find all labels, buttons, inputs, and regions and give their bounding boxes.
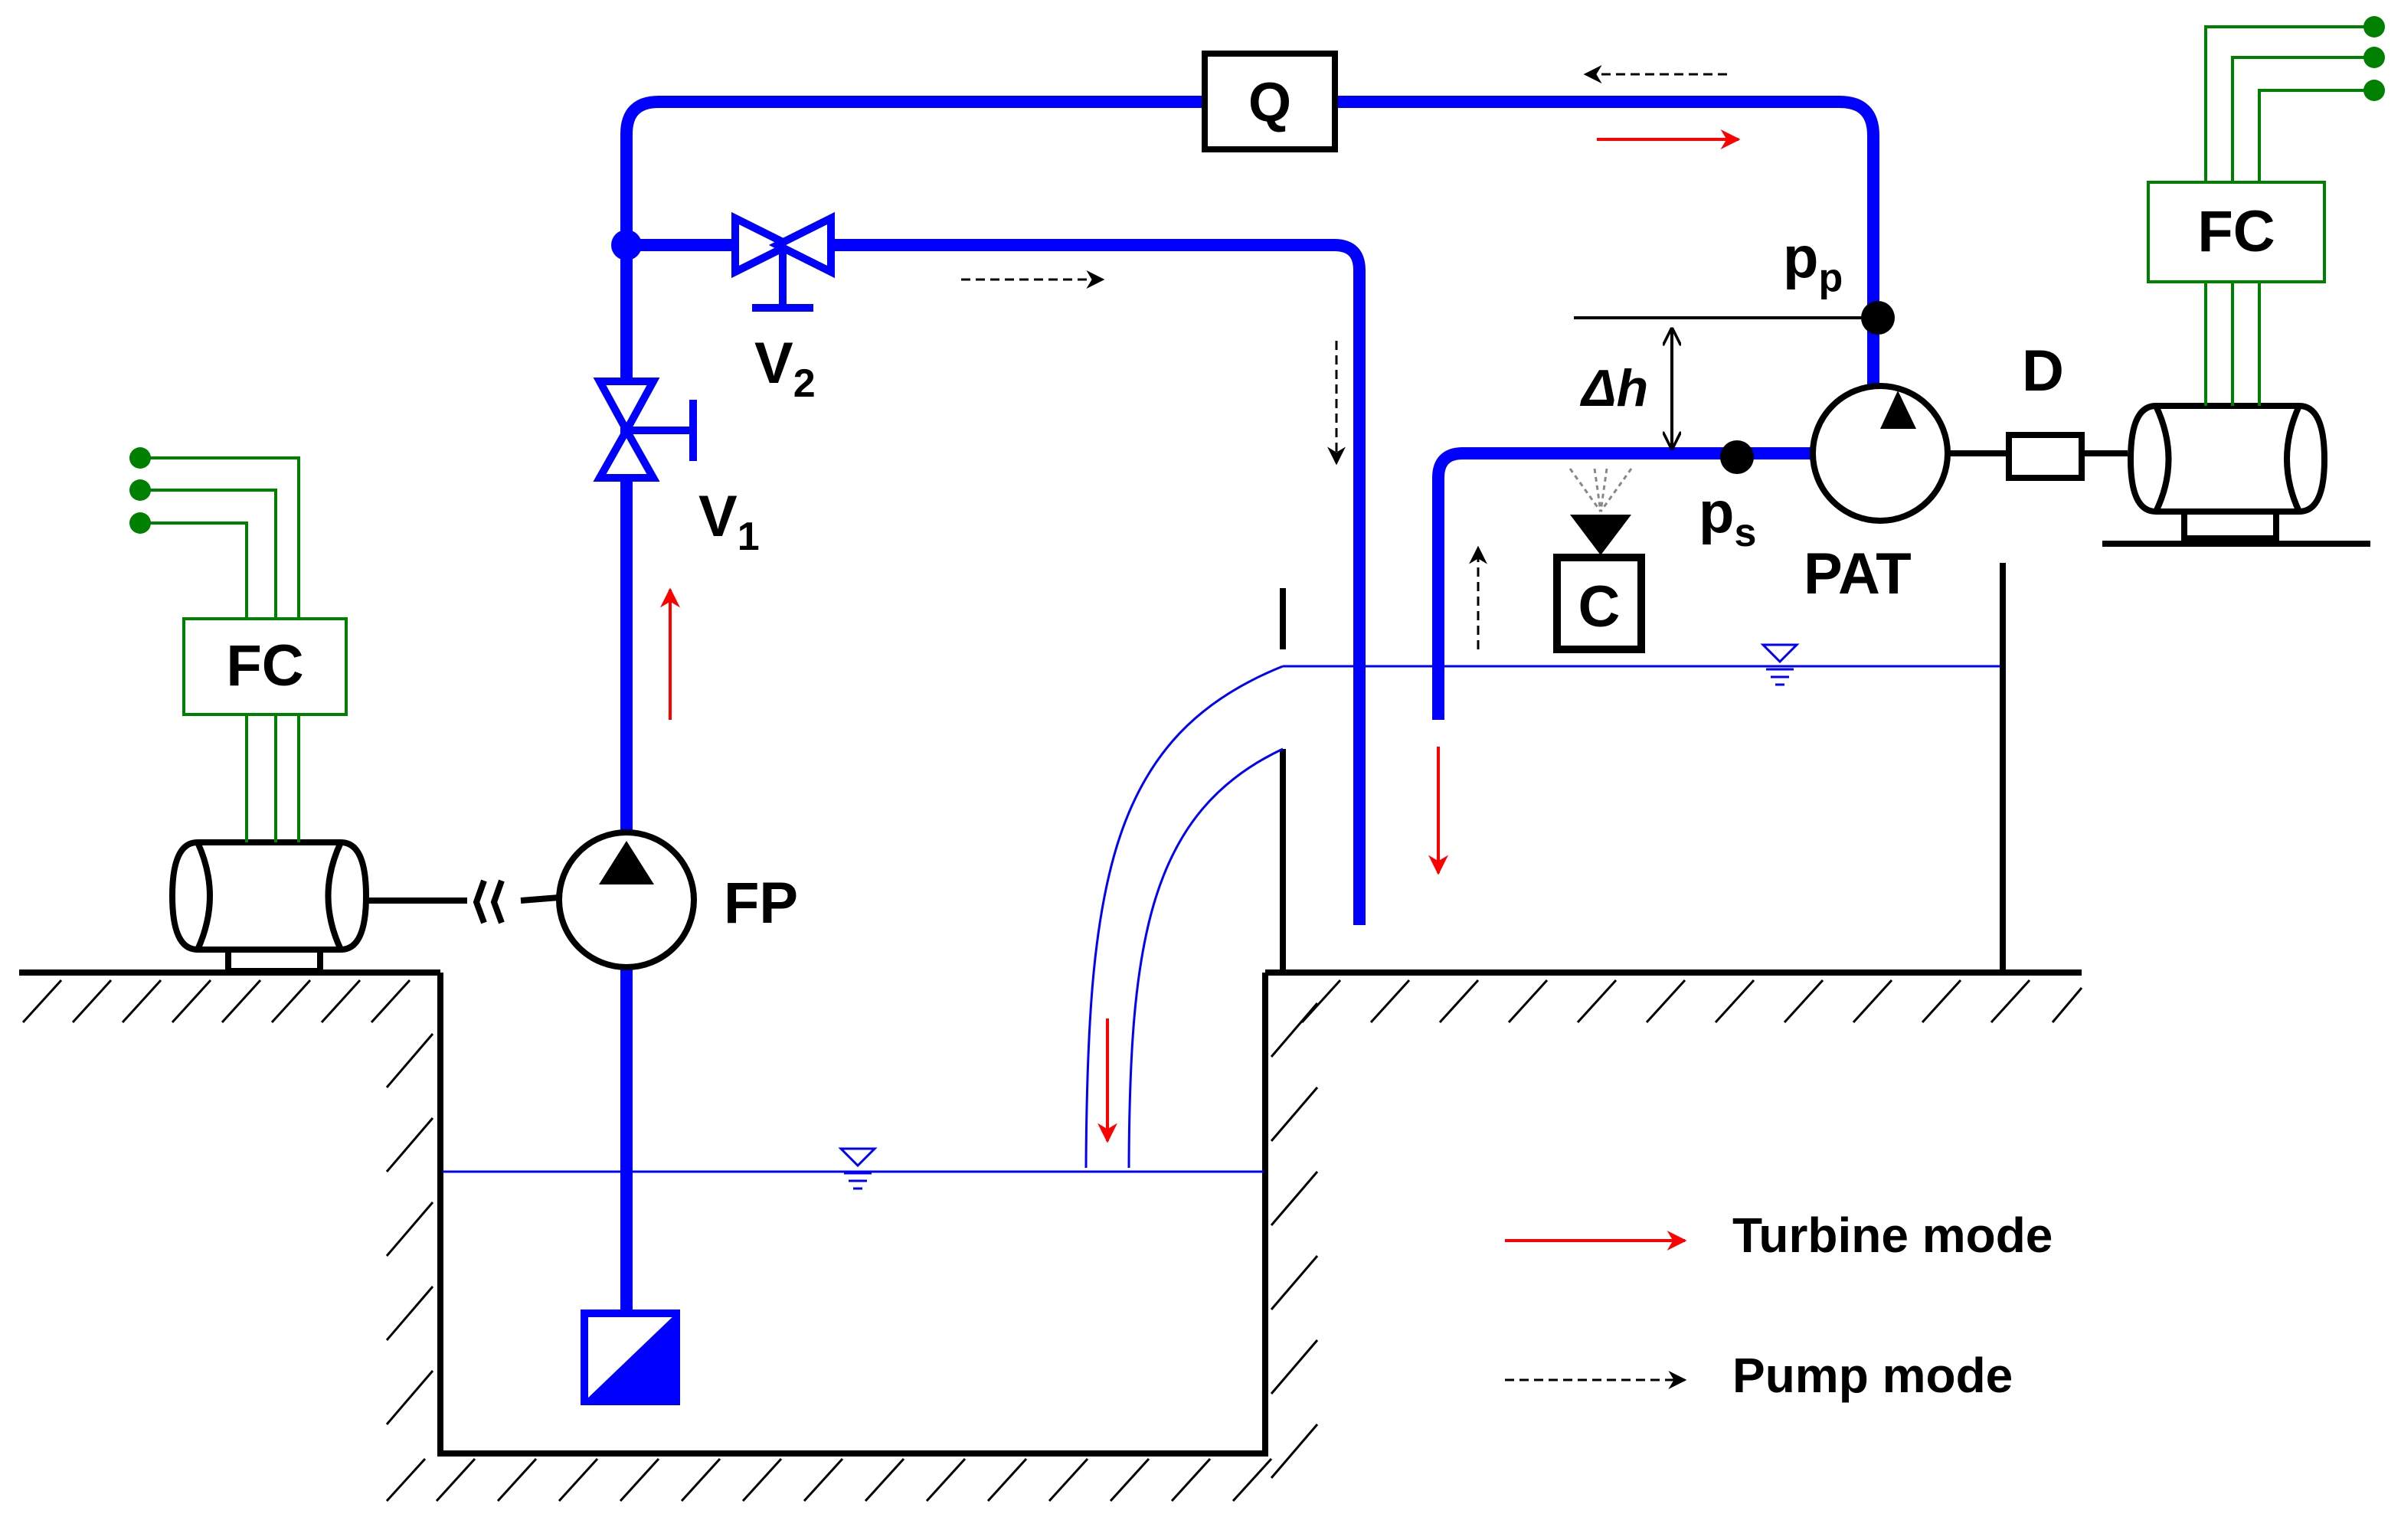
flow-meter: Q: [1202, 51, 1338, 152]
bypass-pipe: [626, 239, 1366, 925]
valve-v2-label: V2: [754, 331, 816, 406]
head-difference-dimension: [1574, 316, 1869, 448]
left-motor-icon: [168, 839, 370, 974]
camera-label: C: [1578, 574, 1621, 639]
pipe-junction: [611, 230, 642, 260]
coupling: [1948, 432, 2128, 481]
legend-pump-label: Pump mode: [1732, 1348, 2013, 1403]
legend: Turbine mode Pump mode: [1505, 1208, 2053, 1403]
valve-v1-icon: [593, 378, 697, 482]
pipework: [620, 96, 1879, 1302]
pat-label: PAT: [1804, 541, 1912, 607]
pressure-tap-pp: [1861, 301, 1895, 335]
right-fc-wires: [2204, 25, 2373, 406]
main-pipe: [620, 96, 1879, 1302]
overflow-channel-inner: [1127, 747, 1284, 1169]
feed-pump-label: FP: [724, 871, 798, 936]
pump-mode-arrows: [961, 65, 1727, 649]
water-levels: [443, 665, 2000, 1173]
left-frequency-converter: FC: [182, 617, 348, 716]
camera-icon: C: [1553, 468, 1645, 653]
left-fc-terminals: [129, 447, 151, 534]
pressure-ps-label: ps: [1699, 480, 1756, 555]
right-fc-label: FC: [2197, 199, 2275, 264]
right-motor-icon: [2102, 403, 2370, 547]
water-level-symbol-lower: [838, 1147, 878, 1190]
valve-v1-label: V1: [698, 484, 760, 559]
strainer-icon: [581, 1309, 680, 1405]
coupling-label: D: [2022, 338, 2064, 404]
fp-shaft: [368, 879, 560, 924]
head-difference-label: Δh: [1579, 359, 1648, 417]
valve-v2-icon: [731, 211, 835, 312]
overflow-channel-outer: [1084, 665, 1284, 1169]
legend-turbine-label: Turbine mode: [1732, 1208, 2053, 1263]
pat-icon: [1810, 383, 1951, 524]
right-frequency-converter: FC: [2147, 181, 2326, 283]
left-fc-wires: [142, 456, 300, 842]
pressure-tap-ps: [1720, 440, 1754, 474]
ground-structure: [19, 563, 2082, 1457]
pressure-pp-label: pp: [1783, 225, 1843, 300]
left-fc-label: FC: [226, 633, 303, 698]
turbine-mode-arrows: [660, 129, 1741, 1143]
ground-hatching: [21, 979, 2083, 1502]
lower-tank: [437, 973, 1268, 1457]
feed-pump-icon: [556, 829, 697, 970]
pat-outlet-pipe: [1432, 447, 1817, 720]
right-fc-terminals: [2363, 16, 2385, 101]
flow-meter-label: Q: [1248, 72, 1291, 133]
water-level-symbol-upper: [1760, 643, 1800, 686]
